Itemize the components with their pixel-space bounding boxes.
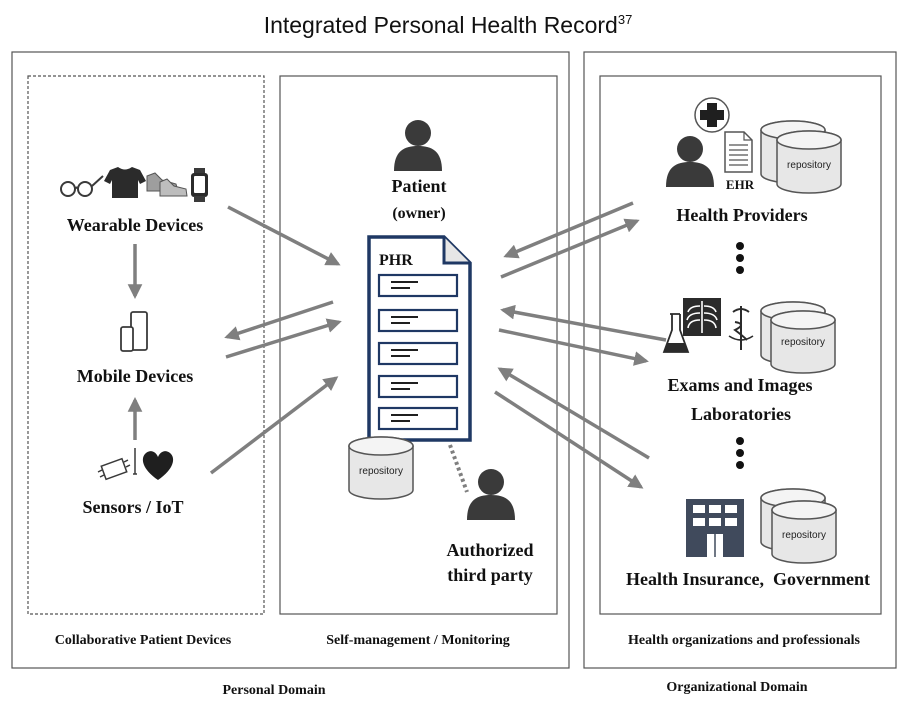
organizations-panel	[599, 75, 882, 615]
self-management-caption: Self-management / Monitoring	[326, 633, 510, 648]
doctor-icon	[666, 136, 714, 187]
health-insurance-government-label: Health Insurance, Government	[626, 569, 870, 589]
smartwatch-icon	[191, 168, 208, 202]
tshirt-icon	[104, 167, 146, 198]
diagram-title: Integrated Personal Health Record37	[264, 12, 633, 38]
third-party-link	[448, 444, 469, 493]
self-management-panel	[279, 75, 558, 615]
phr-to-exams-arrow	[498, 328, 649, 366]
exams-images-label: Exams and Images	[667, 375, 812, 395]
providers-to-phr-arrow	[503, 201, 634, 259]
third-party-label: third party	[447, 565, 533, 585]
heart-sensor-icon	[133, 448, 174, 480]
sensors-iot-label: Sensors / IoT	[82, 497, 183, 517]
phr-record-rows	[377, 273, 459, 431]
personal-domain-label: Personal Domain	[222, 683, 325, 698]
mobile-to-phr-arrow	[225, 318, 342, 359]
ehr-label: EHR	[726, 177, 755, 192]
building-icon	[686, 499, 744, 557]
health-providers-label: Health Providers	[676, 205, 807, 225]
providers-repository-label: repository	[787, 160, 831, 171]
chip-icon	[97, 457, 131, 481]
phr-to-providers-arrow	[500, 218, 640, 279]
phr-label: PHR	[379, 252, 413, 269]
wearable-devices-label: Wearable Devices	[67, 215, 203, 235]
collaborative-devices-caption: Collaborative Patient Devices	[55, 633, 232, 648]
authorized-label: Authorized	[447, 540, 534, 560]
exams-to-phr-arrow	[500, 304, 667, 342]
phr-repository-label: repository	[359, 466, 403, 477]
phr-record-lines	[391, 281, 418, 422]
ehr-document-icon	[724, 131, 753, 173]
organizations-caption: Health organizations and professionals	[628, 633, 860, 648]
xray-icon	[683, 298, 721, 336]
laboratories-label: Laboratories	[691, 404, 791, 424]
insurance-to-phr-arrow	[497, 367, 650, 460]
ellipsis-dots-lower	[736, 437, 744, 469]
organizational-domain-label: Organizational Domain	[666, 680, 807, 695]
owner-label: (owner)	[392, 205, 445, 222]
phr-to-mobile-arrow	[224, 300, 334, 341]
mobile-devices-label: Mobile Devices	[77, 366, 193, 386]
patient-icon	[394, 120, 442, 171]
flask-icon	[662, 313, 690, 353]
sensors-to-phr-arrow	[209, 376, 339, 475]
exams-repository-label: repository	[781, 337, 825, 348]
patient-label: Patient	[392, 176, 447, 196]
wearable-to-phr-arrow	[227, 205, 341, 266]
sneakers-icon	[146, 172, 188, 197]
mobile-devices-icon	[120, 311, 148, 352]
ellipsis-dots-upper	[736, 242, 744, 274]
third-party-icon	[467, 469, 515, 520]
phr-to-insurance-arrow	[494, 390, 644, 489]
personal-domain-frame	[11, 51, 570, 669]
organizational-domain-frame	[583, 51, 897, 669]
insurance-repository-label: repository	[782, 530, 826, 541]
medical-cross-icon	[694, 97, 730, 133]
caduceus-icon	[728, 306, 754, 350]
glasses-icon	[60, 175, 104, 197]
